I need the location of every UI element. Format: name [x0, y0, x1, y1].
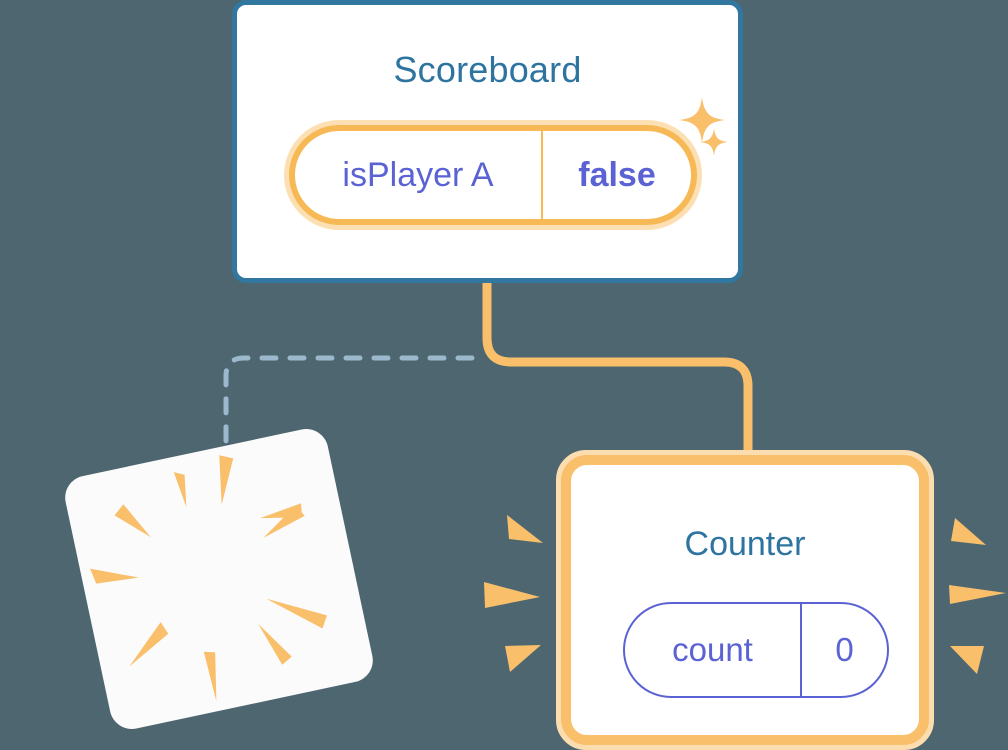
ray-left-top	[507, 515, 543, 543]
scoreboard-state-pill[interactable]: isPlayer A false	[284, 120, 702, 230]
state-value-isplayer-a: false	[578, 155, 656, 194]
burst-ray-3	[114, 504, 151, 538]
ray-right-bottom	[950, 646, 984, 674]
state-key-isplayer-a: isPlayer A	[295, 131, 543, 219]
counter-card-body[interactable]: Counter count 0	[561, 455, 929, 745]
burst-ray-9	[203, 651, 217, 702]
scoreboard-card[interactable]: Scoreboard isPlayer A false	[232, 0, 743, 283]
burst-ray-1	[173, 472, 187, 508]
state-value-count: 0	[835, 631, 854, 668]
blank-card[interactable]	[61, 424, 377, 734]
sparkle-large-icon	[679, 97, 725, 143]
pill-glow-ring	[284, 120, 702, 230]
counter-state-pill[interactable]: count 0	[623, 602, 889, 698]
ray-right-middle	[949, 585, 1006, 604]
burst-ray-7	[129, 622, 169, 667]
burst-ray-5	[90, 568, 139, 584]
counter-title: Counter	[684, 525, 806, 563]
state-key-count: count	[625, 604, 802, 696]
pill-highlighted[interactable]: isPlayer A false	[289, 125, 697, 225]
scoreboard-title: Scoreboard	[393, 49, 582, 90]
burst-rays	[90, 455, 327, 702]
counter-card[interactable]: Counter count 0	[556, 450, 934, 750]
burst-ray-8	[258, 623, 292, 665]
burst-ray-2	[219, 455, 234, 505]
burst-ray-6	[266, 598, 327, 629]
ray-left-bottom	[505, 645, 541, 672]
ray-left-middle	[484, 582, 540, 608]
sparkle-small-icon	[700, 128, 728, 156]
ray-right-top	[951, 518, 986, 545]
burst-ray-10	[260, 503, 303, 519]
connector-solid-to-counter	[482, 281, 753, 462]
